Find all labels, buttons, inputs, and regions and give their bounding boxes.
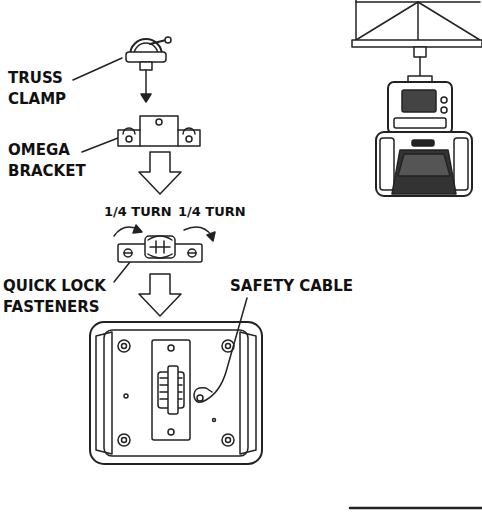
leader-line bbox=[114, 262, 130, 282]
down-arrow bbox=[139, 152, 181, 194]
turn-label: 1/4 TURN bbox=[178, 201, 250, 222]
safety-cable bbox=[194, 298, 247, 402]
omega-bracket bbox=[118, 116, 200, 146]
bracket-assembly bbox=[118, 236, 202, 262]
leader-line bbox=[82, 138, 118, 152]
part-label: SAFETY CABLE bbox=[230, 276, 370, 297]
turn-label: 1/4 TURN bbox=[104, 201, 176, 222]
leader-line bbox=[73, 58, 122, 80]
fixture-top-view bbox=[90, 298, 262, 464]
truss-clamp bbox=[126, 37, 171, 102]
rule-line bbox=[350, 507, 482, 510]
part-label: QUICK LOCK FASTENERS bbox=[3, 276, 115, 318]
down-arrow bbox=[139, 274, 181, 316]
part-label: TRUSS CLAMP bbox=[8, 68, 88, 110]
truss-hung-fixture bbox=[352, 0, 482, 196]
part-label: OMEGA BRACKET bbox=[8, 140, 108, 182]
